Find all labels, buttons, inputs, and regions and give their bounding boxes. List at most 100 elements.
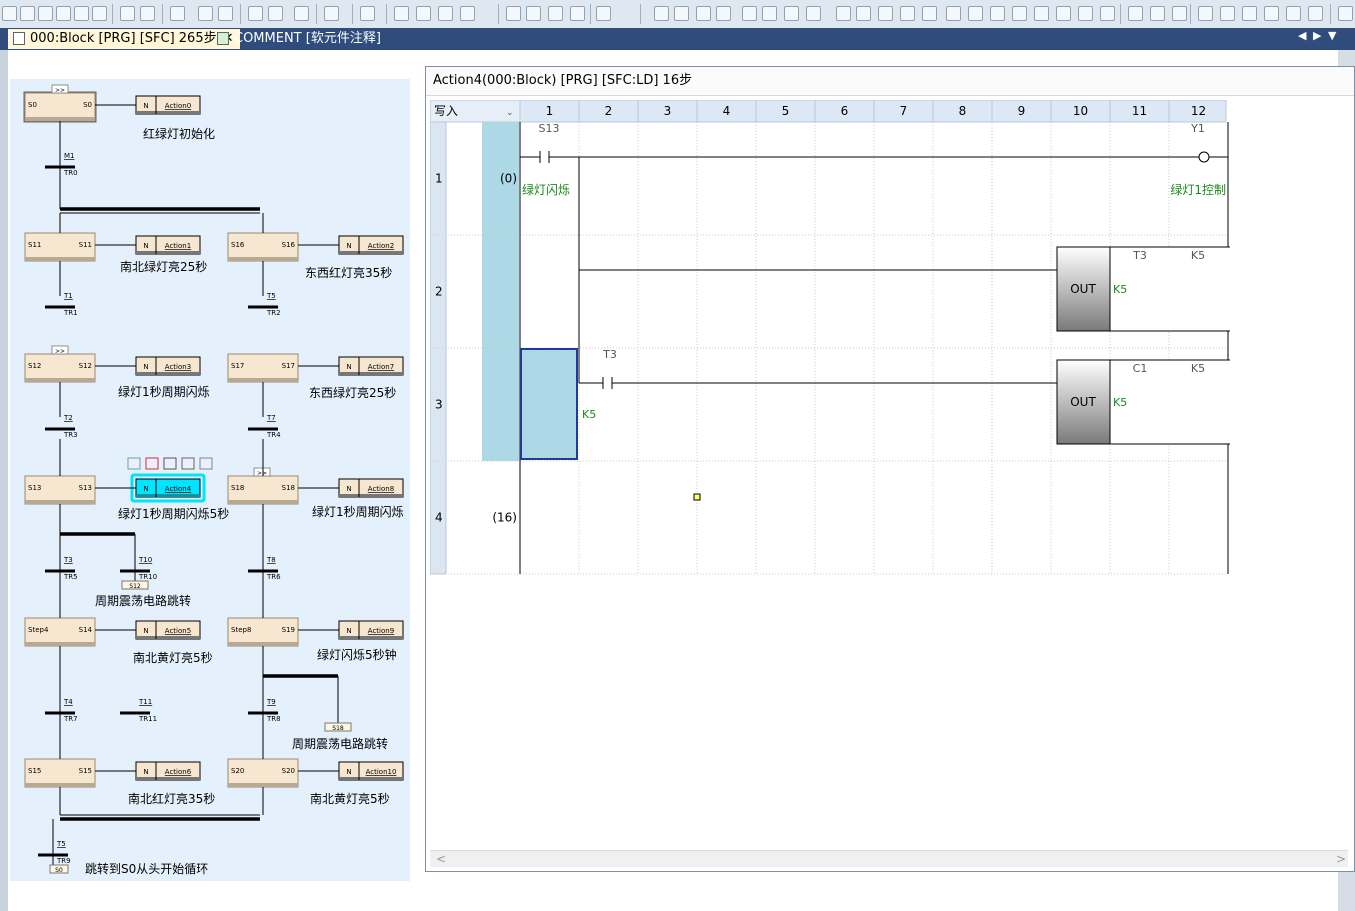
- tab-menu-icon[interactable]: ▼: [1328, 29, 1337, 42]
- toolbar-button-icon[interactable]: [1100, 6, 1115, 21]
- toolbar-button-icon[interactable]: [1242, 6, 1257, 21]
- toolbar-button-icon[interactable]: [218, 6, 233, 21]
- toolbar-button-icon[interactable]: [120, 6, 135, 21]
- out-setvalue[interactable]: K5: [1191, 249, 1205, 262]
- toolbar-button-icon[interactable]: [1034, 6, 1049, 21]
- action-name[interactable]: Action1: [165, 242, 191, 250]
- toolbar-button-icon[interactable]: [1128, 6, 1143, 21]
- horizontal-scrollbar[interactable]: < >: [430, 850, 1348, 867]
- toolbar-button-icon[interactable]: [460, 6, 475, 21]
- toolbar-button-icon[interactable]: [900, 6, 915, 21]
- toolbar-button-icon[interactable]: [394, 6, 409, 21]
- toolbar-button-icon[interactable]: [1150, 6, 1165, 21]
- toolbar-button-icon[interactable]: [74, 6, 89, 21]
- jump-box[interactable]: [121, 580, 149, 590]
- transition-condition[interactable]: T1: [63, 292, 73, 300]
- out-setvalue[interactable]: K5: [1191, 362, 1205, 375]
- toolbar-button-icon[interactable]: [268, 6, 283, 21]
- toolbar-button-icon[interactable]: [1012, 6, 1027, 21]
- transition-condition[interactable]: T4: [63, 698, 73, 706]
- toolbar-button-icon[interactable]: [762, 6, 777, 21]
- toolbar-button-icon[interactable]: [506, 6, 521, 21]
- step-box[interactable]: [227, 475, 299, 505]
- toolbar-button-icon[interactable]: [570, 6, 585, 21]
- tab-comment[interactable]: COMMENT [软元件注释]: [212, 29, 387, 49]
- toolbar-button-icon[interactable]: [1056, 6, 1071, 21]
- toolbar-button-icon[interactable]: [20, 6, 35, 21]
- out-device[interactable]: T3: [1132, 249, 1147, 262]
- contact-device[interactable]: T3: [602, 348, 617, 361]
- step-box[interactable]: [227, 232, 299, 262]
- coil[interactable]: [1198, 151, 1210, 163]
- action-name[interactable]: Action9: [368, 627, 394, 635]
- toolbar-button-icon[interactable]: [324, 6, 339, 21]
- action-name[interactable]: Action4: [165, 485, 192, 493]
- transition-condition[interactable]: T11: [138, 698, 152, 706]
- toolbar-button-icon[interactable]: [170, 6, 185, 21]
- tab-sfc-block[interactable]: 000:Block [PRG] [SFC] 265步✕: [8, 29, 240, 49]
- toolbar-button-icon[interactable]: [526, 6, 541, 21]
- toolbar-button-icon[interactable]: [1078, 6, 1093, 21]
- action-name[interactable]: Action5: [165, 627, 191, 635]
- step-box[interactable]: [24, 758, 96, 788]
- scroll-left-icon[interactable]: <: [436, 852, 447, 866]
- toolbar-button-icon[interactable]: [38, 6, 53, 21]
- step-box[interactable]: [24, 353, 96, 383]
- float-tool-icon[interactable]: [181, 457, 195, 470]
- transition-condition[interactable]: T3: [63, 556, 73, 564]
- toolbar-button-icon[interactable]: [696, 6, 711, 21]
- dropdown-icon[interactable]: ⌄: [506, 108, 514, 118]
- transition-condition[interactable]: T10: [138, 556, 152, 564]
- toolbar-button-icon[interactable]: [990, 6, 1005, 21]
- toolbar-button-icon[interactable]: [946, 6, 961, 21]
- float-tool-icon[interactable]: [127, 457, 141, 470]
- step-box[interactable]: [24, 617, 96, 647]
- coil-device[interactable]: Y1: [1190, 122, 1205, 135]
- toolbar-button-icon[interactable]: [2, 6, 17, 21]
- toolbar-button-icon[interactable]: [248, 6, 263, 21]
- toolbar-button-icon[interactable]: [1338, 6, 1353, 21]
- toolbar-button-icon[interactable]: [1172, 6, 1187, 21]
- float-tool-icon[interactable]: [199, 457, 213, 470]
- toolbar-button-icon[interactable]: [784, 6, 799, 21]
- action-name[interactable]: Action10: [366, 768, 397, 776]
- contact-device[interactable]: S13: [539, 122, 560, 135]
- toolbar-button-icon[interactable]: [1220, 6, 1235, 21]
- tab-next-icon[interactable]: ▶: [1313, 29, 1322, 42]
- transition-condition[interactable]: T8: [266, 556, 276, 564]
- float-tool-icon[interactable]: [163, 457, 177, 470]
- out-device[interactable]: C1: [1133, 362, 1148, 375]
- toolbar-button-icon[interactable]: [1286, 6, 1301, 21]
- step-box[interactable]: [227, 617, 299, 647]
- transition-condition[interactable]: T5: [56, 840, 66, 848]
- toolbar-button-icon[interactable]: [360, 6, 375, 21]
- toolbar-button-icon[interactable]: [56, 6, 71, 21]
- transition-condition[interactable]: T7: [266, 414, 276, 422]
- toolbar-button-icon[interactable]: [878, 6, 893, 21]
- toolbar-button-icon[interactable]: [198, 6, 213, 21]
- toolbar-button-icon[interactable]: [654, 6, 669, 21]
- transition-condition[interactable]: T5: [266, 292, 276, 300]
- step-box[interactable]: [227, 353, 299, 383]
- cursor-cell[interactable]: [520, 348, 578, 460]
- toolbar-button-icon[interactable]: [856, 6, 871, 21]
- transition-condition[interactable]: M1: [64, 152, 75, 160]
- tab-prev-icon[interactable]: ◀: [1298, 29, 1307, 42]
- toolbar-button-icon[interactable]: [922, 6, 937, 21]
- action-name[interactable]: Action6: [165, 768, 192, 776]
- toolbar-button-icon[interactable]: [968, 6, 983, 21]
- action-name[interactable]: Action8: [368, 485, 394, 493]
- toolbar-button-icon[interactable]: [1264, 6, 1279, 21]
- toolbar-button-icon[interactable]: [836, 6, 851, 21]
